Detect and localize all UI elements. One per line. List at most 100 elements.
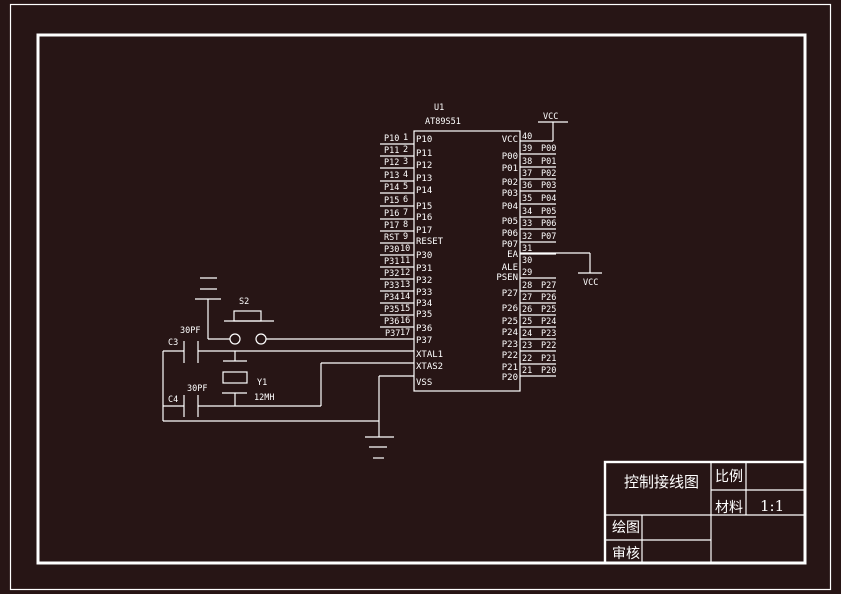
net-label: P32 bbox=[384, 269, 399, 279]
capacitor-c3[interactable]: 30PF C3 bbox=[163, 326, 414, 363]
chip-ref: U1 bbox=[434, 103, 444, 113]
supply-symbol-switch bbox=[195, 277, 221, 300]
wires bbox=[162, 351, 414, 437]
material-label: 材料 bbox=[715, 500, 743, 516]
pin-number: 23 bbox=[522, 341, 532, 351]
net-label: P00 bbox=[541, 144, 556, 154]
pin-number: 24 bbox=[522, 329, 532, 339]
pin-number: 6 bbox=[403, 195, 408, 205]
pin-name: P27 bbox=[502, 289, 518, 299]
pin-number: 22 bbox=[522, 354, 532, 364]
pin-number: 29 bbox=[522, 268, 532, 278]
pin-name: P23 bbox=[502, 340, 518, 350]
vcc-ea-symbol: VCC bbox=[520, 252, 602, 288]
drawing-title: 控制接线图 bbox=[624, 473, 699, 491]
right-pin-p20[interactable]: P20 bbox=[502, 373, 518, 383]
pin-number: 1 bbox=[403, 133, 408, 143]
pin-name: RESET bbox=[416, 237, 444, 247]
net-label: P10 bbox=[384, 134, 399, 144]
switch-s2[interactable]: S2 bbox=[207, 297, 414, 345]
left-pin-xtas2[interactable]: XTAS2 bbox=[416, 362, 443, 372]
net-label: P07 bbox=[541, 232, 556, 242]
pin-number: 40 bbox=[522, 132, 532, 142]
pin-number: 17 bbox=[400, 328, 410, 338]
pin-name: P05 bbox=[502, 217, 518, 227]
pin-name: P12 bbox=[416, 161, 432, 171]
pin-number: 2 bbox=[403, 145, 408, 155]
crystal-y1[interactable]: Y1 12MH bbox=[222, 351, 274, 406]
pin-number: 38 bbox=[522, 157, 532, 167]
net-label: P27 bbox=[541, 281, 556, 291]
pin-name: P16 bbox=[416, 213, 432, 223]
pin-number: 36 bbox=[522, 181, 532, 191]
pin-name: P37 bbox=[416, 336, 432, 346]
left-pin-vss[interactable]: VSS bbox=[416, 378, 432, 388]
net-label: P34 bbox=[384, 293, 399, 303]
pin-number: 13 bbox=[400, 280, 410, 290]
pin-number: 9 bbox=[403, 232, 408, 242]
c4-value: 30PF bbox=[187, 384, 207, 394]
crystal-ref: Y1 bbox=[257, 378, 267, 388]
pin-name: PSEN bbox=[496, 273, 518, 283]
pin-number: 35 bbox=[522, 194, 532, 204]
left-pin-9[interactable]: RESET RST 9 bbox=[380, 232, 444, 247]
pin-name: VSS bbox=[416, 378, 432, 388]
net-label: RST bbox=[384, 233, 399, 243]
pin-name: P33 bbox=[416, 288, 432, 298]
pin-name: P11 bbox=[416, 149, 432, 159]
pin-number: 34 bbox=[522, 207, 532, 217]
pin-number: 15 bbox=[400, 304, 410, 314]
pin-name: P34 bbox=[416, 299, 432, 309]
pin-number: 4 bbox=[403, 170, 408, 180]
net-label: P25 bbox=[541, 305, 556, 315]
pin-name: P30 bbox=[416, 251, 432, 261]
left-pin-xtal1[interactable]: XTAL1 bbox=[416, 350, 443, 360]
outer-frame bbox=[9, 3, 832, 591]
capacitor-c4[interactable]: 30PF C4 bbox=[163, 384, 321, 417]
c3-value: 30PF bbox=[180, 326, 200, 336]
pin-name: P21 bbox=[502, 363, 518, 373]
right-pin-31[interactable]: 31 bbox=[520, 244, 556, 255]
pin-number: 31 bbox=[522, 244, 532, 254]
net-label: P35 bbox=[384, 305, 399, 315]
net-label: P23 bbox=[541, 329, 556, 339]
pin-name: XTAS2 bbox=[416, 362, 443, 372]
